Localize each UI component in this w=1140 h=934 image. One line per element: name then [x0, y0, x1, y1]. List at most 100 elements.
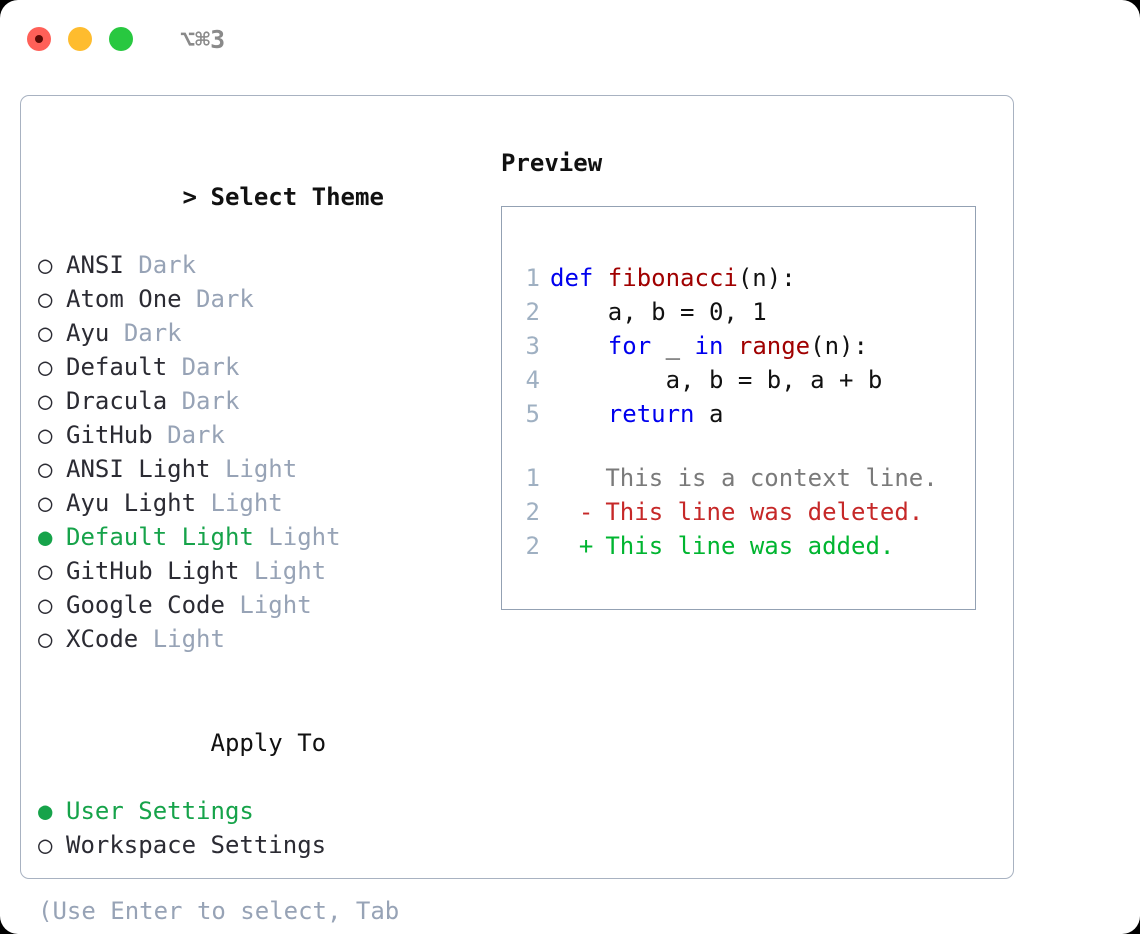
apply-to-option-label: User Settings — [66, 797, 254, 825]
diff-line-ctx: 1 This is a context line. — [514, 461, 967, 495]
apply-to-option-label: Workspace Settings — [66, 831, 327, 859]
close-window-button[interactable] — [27, 27, 51, 51]
code-line: 3 for _ in range(n): — [514, 329, 967, 363]
theme-option-label: Ayu — [66, 319, 110, 347]
section-spacer — [38, 656, 488, 692]
diff-marker-ctx — [579, 461, 591, 495]
diff-marker-add: + — [578, 532, 594, 560]
theme-list: ○ ANSI Dark ○ Atom One Dark ○ Ayu Dark ○ Defaul… — [38, 248, 488, 656]
code-token-fn: range — [737, 332, 811, 360]
theme-option-github-light[interactable]: ○ GitHub Light Light — [38, 554, 488, 588]
code-line-number: 4 — [525, 366, 540, 394]
theme-option-mode-badge: Light — [224, 455, 298, 483]
theme-option-default-light[interactable]: ●Default Light Light — [38, 520, 488, 554]
theme-option-xcode[interactable]: ○XCode Light — [38, 622, 488, 656]
code-token-kw: def — [550, 264, 608, 292]
theme-option-mode-badge: Dark — [196, 285, 254, 313]
apply-to-header-label: Apply To — [210, 729, 327, 757]
theme-option-mode-badge: Light — [210, 489, 283, 517]
radio-selected-icon: ● — [38, 797, 53, 825]
diff-spacer — [514, 431, 967, 461]
theme-option-label: Default — [66, 353, 168, 381]
code-token-fn: fibonacci — [607, 264, 738, 292]
radio-unselected-icon: ○ — [38, 591, 53, 619]
theme-option-ayu-light[interactable]: ○ Ayu Light Light — [38, 486, 488, 520]
theme-option-mode-badge: Dark — [181, 387, 240, 415]
code-token-plain — [550, 332, 608, 360]
code-line-number: 2 — [525, 298, 540, 326]
radio-unselected-icon: ○ — [38, 387, 53, 415]
theme-option-label: Atom One — [66, 285, 182, 313]
keyboard-hint-text: (Use Enter to select, Tab to change focu… — [38, 897, 400, 934]
code-line: 4 a, b = b, a + b — [514, 363, 967, 397]
theme-option-label: XCode — [66, 625, 139, 653]
maximize-window-button[interactable] — [109, 27, 133, 51]
apply-to-option-user-settings[interactable]: ● User Settings — [38, 794, 488, 828]
code-line-number: 3 — [525, 332, 540, 360]
code-token-plain — [550, 400, 608, 428]
theme-option-google-code[interactable]: ○Google Code Light — [38, 588, 488, 622]
apply-to-header: Apply To — [38, 692, 488, 794]
theme-option-github[interactable]: ○ GitHub Dark — [38, 418, 488, 452]
code-token-plain: _ — [651, 332, 695, 360]
radio-unselected-icon: ○ — [38, 557, 53, 585]
window-controls — [27, 27, 133, 51]
diff-line-number: 1 — [525, 464, 540, 492]
theme-option-label: GitHub Light — [66, 557, 240, 585]
theme-option-mode-badge: Light — [239, 591, 312, 619]
code-token-kw: in — [694, 332, 724, 360]
diff-line-text: This line was added. — [605, 532, 895, 560]
theme-option-ayu[interactable]: ○ Ayu Dark — [38, 316, 488, 350]
code-token-kw: return — [607, 400, 695, 428]
radio-unselected-icon: ○ — [38, 455, 53, 483]
theme-option-label: ANSI — [66, 251, 124, 279]
theme-option-mode-badge: Light — [253, 557, 327, 585]
radio-unselected-icon: ○ — [38, 489, 53, 517]
code-token-plain: (n): — [810, 332, 868, 360]
theme-option-mode-badge: Dark — [181, 353, 240, 381]
code-token-plain: a, b = b, a + b — [550, 366, 883, 394]
keyboard-shortcut-label: ⌥⌘3 — [180, 24, 226, 54]
preview-title: Preview — [501, 149, 603, 177]
title-bar: ⌥⌘3 — [0, 0, 1140, 78]
radio-selected-icon: ● — [38, 523, 53, 551]
select-theme-header: >Select Theme — [38, 146, 488, 248]
theme-option-label: Ayu Light — [66, 489, 197, 517]
theme-option-mode-badge: Light — [152, 625, 225, 653]
theme-option-label: Default Light — [66, 523, 254, 551]
apply-to-list: ● User Settings ○ Workspace Settings — [38, 794, 488, 862]
diff-line-text: This is a context line. — [605, 464, 938, 492]
diff-line-text: This line was deleted. — [605, 498, 924, 526]
theme-option-dracula[interactable]: ○ Dracula Dark — [38, 384, 488, 418]
diff-line-del: 2 - This line was deleted. — [514, 495, 967, 529]
theme-option-label: GitHub — [66, 421, 153, 449]
code-token-plain: (n): — [737, 264, 796, 292]
theme-option-default[interactable]: ○ Default Dark — [38, 350, 488, 384]
code-token-plain: a, b = 0, 1 — [550, 298, 767, 326]
diff-line-number: 2 — [525, 498, 540, 526]
diff-marker-del: - — [578, 498, 594, 526]
diff-line-add: 2 + This line was added. — [514, 529, 967, 563]
theme-option-ansi-light[interactable]: ○ANSI Light Light — [38, 452, 488, 486]
theme-option-mode-badge: Dark — [123, 319, 182, 347]
radio-unselected-icon: ○ — [38, 831, 53, 859]
minimize-window-button[interactable] — [68, 27, 92, 51]
theme-option-ansi[interactable]: ○ ANSI Dark — [38, 248, 488, 282]
apply-to-option-workspace-settings[interactable]: ○ Workspace Settings — [38, 828, 488, 862]
radio-unselected-icon: ○ — [38, 319, 53, 347]
code-line: 2 a, b = 0, 1 — [514, 295, 967, 329]
radio-unselected-icon: ○ — [38, 251, 53, 279]
theme-option-mode-badge: Dark — [138, 251, 197, 279]
code-token-plain — [723, 332, 737, 360]
radio-unselected-icon: ○ — [38, 285, 53, 313]
radio-unselected-icon: ○ — [38, 421, 53, 449]
theme-option-mode-badge: Dark — [167, 421, 225, 449]
theme-option-label: Dracula — [66, 387, 168, 415]
theme-option-atom-one[interactable]: ○ Atom One Dark — [38, 282, 488, 316]
focus-caret-icon: > — [182, 183, 197, 211]
radio-unselected-icon: ○ — [38, 353, 53, 381]
